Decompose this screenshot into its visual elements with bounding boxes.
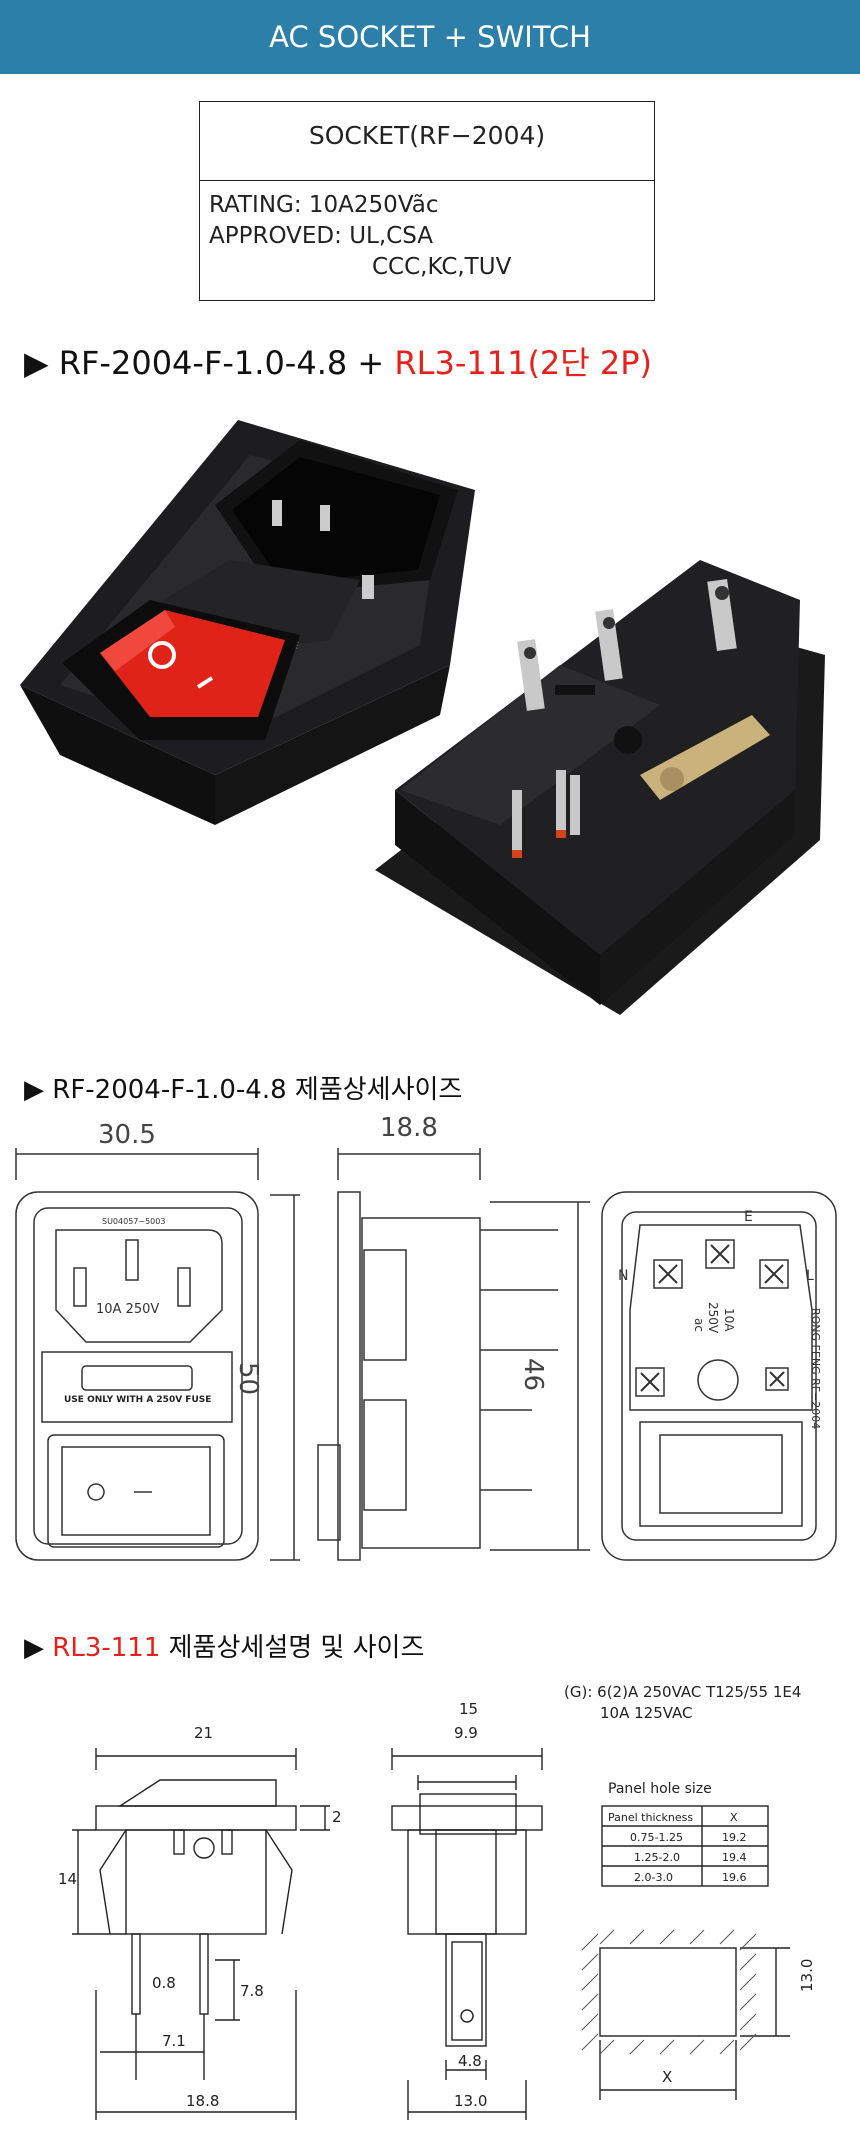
dim-21: 21 <box>194 1724 214 1742</box>
rear-label-n: N <box>618 1268 629 1284</box>
spec-g-line2: 10A 125VAC <box>600 1704 693 1722</box>
dim-pin-height: 46 <box>518 1358 548 1392</box>
dim-13-0: 13.0 <box>454 2092 488 2110</box>
section1-part: RF-2004-F-1.0-4.8 + <box>58 344 395 382</box>
spec-rating: RATING: 10A250Va͂c <box>209 192 439 218</box>
dim-14: 14 <box>58 1870 78 1888</box>
socket-dimension-drawing <box>15 1148 837 1561</box>
rear-label-brand: RONG FENG RF−2004 <box>809 1308 822 1430</box>
table-row: 19.6 <box>722 1871 747 1884</box>
panel-table-header-thickness: Panel thickness <box>608 1811 694 1824</box>
section3-red-part: RL3-111 <box>52 1633 161 1663</box>
section1-heading: ▶ RF-2004-F-1.0-4.8 + RL3-111(2단 2P) <box>24 338 652 384</box>
front-cert-label: SU04057−5003 <box>102 1217 166 1226</box>
table-row: 0.75-1.25 <box>630 1831 683 1844</box>
spec-divider <box>199 180 655 181</box>
dim-4-8: 4.8 <box>458 2052 482 2070</box>
triangle-marker-icon: ▶ <box>24 344 49 382</box>
spec-approved-1: APPROVED: UL,CSA <box>209 223 433 249</box>
rear-label-rating: 10A <box>722 1308 736 1332</box>
dim-depth: 18.8 <box>380 1113 438 1143</box>
table-row: 19.2 <box>722 1831 747 1844</box>
rear-label-volt: 250V <box>706 1302 720 1334</box>
front-rating-label: 10A 250V <box>96 1302 160 1317</box>
triangle-marker-icon: ▶ <box>24 1075 44 1105</box>
spec-approved-2: CCC,KC,TUV <box>372 254 512 280</box>
product-photo: USE ONLY WITH A 250V FUSE <box>20 420 825 1015</box>
dim-7-8: 7.8 <box>240 1982 264 2000</box>
rear-label-ac: ac <box>692 1318 706 1332</box>
triangle-marker-icon: ▶ <box>24 1633 44 1663</box>
dim-13-0-vertical: 13.0 <box>798 1958 816 1992</box>
section3-title: 제품상세설명 및 사이즈 <box>160 1633 425 1663</box>
section2-title: RF-2004-F-1.0-4.8 제품상세사이즈 <box>52 1075 463 1105</box>
front-socket: USE ONLY WITH A 250V FUSE <box>20 420 475 825</box>
spec-box <box>199 101 655 301</box>
rear-label-l: L <box>806 1268 814 1284</box>
dim-15: 15 <box>459 1700 479 1718</box>
rear-socket <box>375 560 825 1015</box>
table-row: 2.0-3.0 <box>634 1871 673 1884</box>
spec-g-line1: (G): 6(2)A 250VAC T125/55 1E4 <box>564 1683 802 1701</box>
page-title: AC SOCKET + SWITCH <box>269 20 591 54</box>
dim-9-9: 9.9 <box>454 1724 478 1742</box>
front-fuse-label: USE ONLY WITH A 250V FUSE <box>64 1395 212 1405</box>
switch-dimension-drawing <box>72 1748 790 2120</box>
dim-2: 2 <box>332 1808 342 1826</box>
section1-switch: RL3-111(2단 2P) <box>394 344 653 382</box>
dim-x: X <box>662 2068 673 2086</box>
panel-table-title: Panel hole size <box>608 1781 712 1797</box>
table-row: 19.4 <box>722 1851 747 1864</box>
header-bar <box>0 0 860 74</box>
dim-7-1: 7.1 <box>162 2032 186 2050</box>
section3-heading: ▶ RL3-111 제품상세설명 및 사이즈 <box>24 1627 424 1664</box>
dim-width: 30.5 <box>98 1120 156 1150</box>
dim-0-8: 0.8 <box>152 1974 176 1992</box>
section2-heading: ▶ RF-2004-F-1.0-4.8 제품상세사이즈 <box>24 1069 462 1106</box>
spec-title: SOCKET(RF−2004) <box>308 121 546 150</box>
spec-rating-symbol: a͂c <box>411 192 439 218</box>
table-row: 1.25-2.0 <box>634 1851 680 1864</box>
panel-table-header-x: X <box>730 1811 738 1824</box>
spec-rating-text: RATING: 10A250V <box>209 192 412 218</box>
rear-label-e: E <box>744 1209 753 1225</box>
dim-height: 50 <box>233 1362 263 1396</box>
dim-18-8: 18.8 <box>186 2092 220 2110</box>
